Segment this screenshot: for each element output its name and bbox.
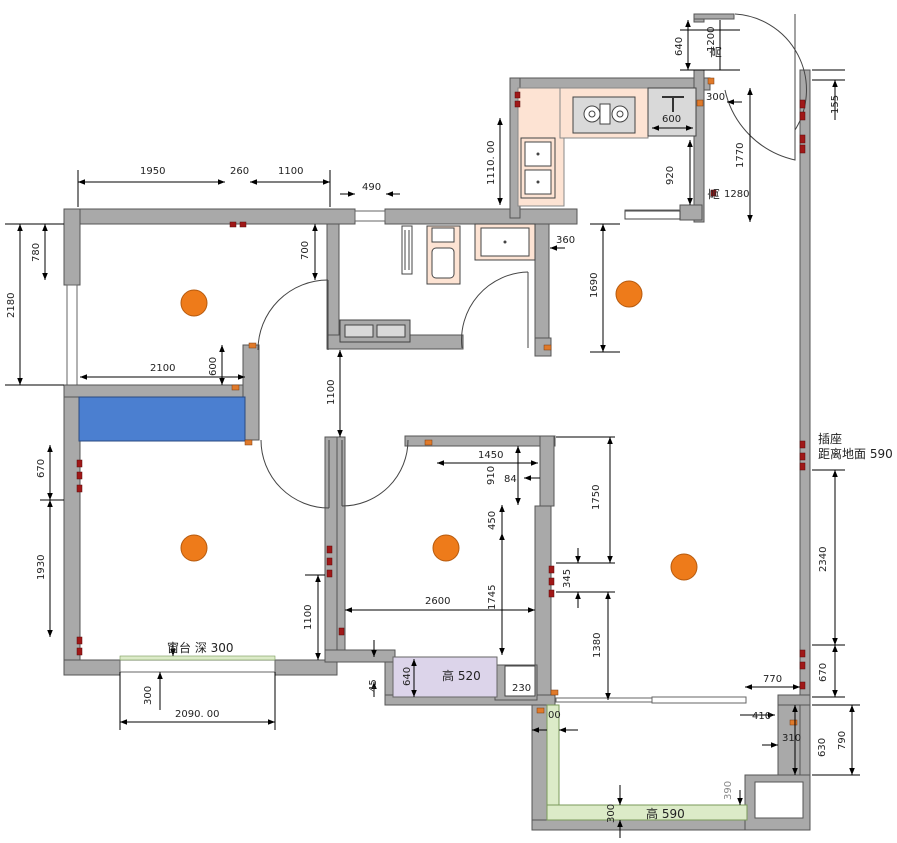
dim-600-a: 600 [208, 357, 219, 376]
sink-icon [520, 137, 556, 199]
annotations: 窗台 深 300 高 高 高 520 高 590 插座 距离地面 590 [167, 46, 893, 821]
dim-1770: 1770 [735, 143, 746, 168]
dim-770: 770 [763, 674, 782, 685]
washbasin-icon [474, 223, 536, 261]
dim-2180: 2180 [6, 293, 17, 318]
dim-670-b: 670 [818, 663, 829, 682]
toilet-icon [426, 225, 461, 285]
dim-310: 310 [782, 733, 801, 744]
ceiling-light-icon [180, 534, 208, 562]
dim-1380: 1380 [592, 633, 603, 658]
socket-height-label: 距离地面 590 [818, 446, 893, 461]
dim-1110: 1110. 00 [486, 140, 497, 185]
dim-640-a: 640 [674, 37, 685, 56]
stove-icon [572, 96, 636, 134]
radiator-icon [401, 225, 413, 275]
wardrobe [78, 396, 246, 442]
dim-600-b: 600 [662, 114, 681, 125]
dim-260: 260 [230, 166, 249, 177]
dim-1100-low: 1100 [303, 605, 314, 630]
dim-410: 410 [752, 711, 771, 722]
dim-1930: 1930 [36, 555, 47, 580]
height-label-side: 高 [706, 188, 721, 200]
range-hood-icon [647, 87, 697, 137]
dim-1690: 1690 [589, 273, 600, 298]
dim-780: 780 [31, 243, 42, 262]
doors [257, 13, 807, 509]
dim-1100-top: 1100 [278, 166, 303, 177]
balcony-counter [546, 804, 748, 821]
walls [63, 13, 811, 831]
dim-2090: 2090. 00 [175, 709, 220, 720]
windows [119, 209, 747, 704]
dim-790: 790 [837, 731, 848, 750]
dim-300-c: 300 [606, 804, 617, 823]
dim-00: 00 [548, 710, 561, 721]
dim-230: 230 [512, 683, 531, 694]
dim-360: 360 [556, 235, 575, 246]
dim-345: 345 [562, 569, 573, 588]
dim-300-a: 300 [706, 92, 725, 103]
cabinet-height-label: 高 520 [442, 668, 481, 683]
socket-icon [229, 221, 237, 228]
dimension-lines [5, 20, 860, 838]
ceiling-light-icon [432, 534, 460, 562]
dim-630: 630 [817, 738, 828, 757]
dim-1100-mid: 1100 [326, 380, 337, 405]
dim-640-b: 640 [402, 667, 413, 686]
dim-84: 84 [504, 474, 517, 485]
height-label-kitchen: 高 [708, 46, 723, 58]
dim-1280: 1280 [724, 189, 749, 200]
windowsill-label: 窗台 深 300 [167, 640, 234, 655]
dim-45: 45 [368, 679, 379, 692]
ceiling-light-icon [670, 553, 698, 581]
dim-2600: 2600 [425, 596, 450, 607]
dim-1200: 1200 [706, 27, 717, 52]
dim-2340: 2340 [818, 547, 829, 572]
ceiling-light-icon [180, 289, 208, 317]
balcony-height-label: 高 590 [646, 806, 685, 821]
dim-450: 450 [487, 511, 498, 530]
dim-490: 490 [362, 182, 381, 193]
dim-390: 390 [723, 781, 734, 800]
dim-300-b: 300 [143, 686, 154, 705]
sockets [76, 77, 806, 726]
dim-1750: 1750 [591, 485, 602, 510]
dim-1745: 1745 [487, 585, 498, 610]
socket-icon [239, 221, 247, 228]
dim-670-a: 670 [36, 459, 47, 478]
ceiling-lights [180, 280, 698, 581]
dim-155: 155 [830, 95, 841, 114]
dimension-labels: 1950 260 1100 490 2180 780 700 2100 600 … [6, 27, 848, 823]
dim-1450: 1450 [478, 450, 503, 461]
dim-2100: 2100 [150, 363, 175, 374]
dim-700: 700 [300, 241, 311, 260]
fixtures [78, 87, 748, 821]
socket-title-label: 插座 [818, 431, 842, 446]
dim-1950: 1950 [140, 166, 165, 177]
cabinet-520 [392, 656, 498, 698]
ceiling-light-icon [615, 280, 643, 308]
dim-910: 910 [486, 466, 497, 485]
dim-920: 920 [665, 166, 676, 185]
